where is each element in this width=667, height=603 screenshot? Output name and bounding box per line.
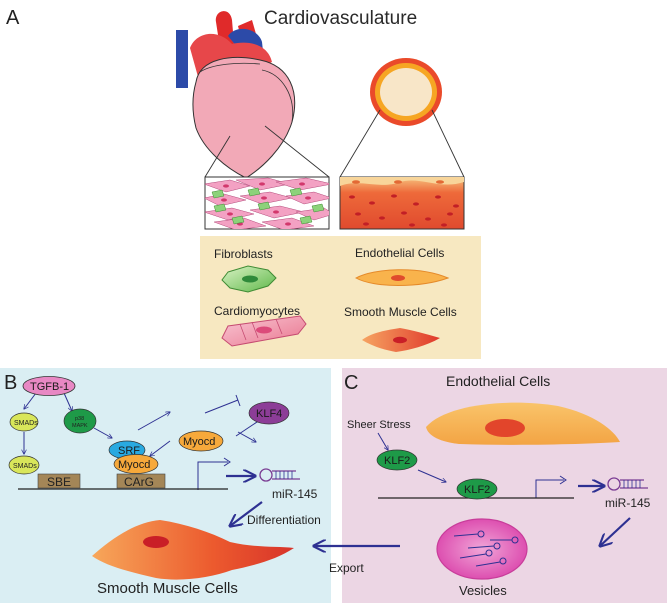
legend-label-fibroblasts: Fibroblasts bbox=[214, 247, 273, 261]
legend-label-cardiomyocytes: Cardiomyocytes bbox=[214, 304, 300, 318]
transcription-start-c bbox=[535, 479, 564, 498]
mir145-label-b: miR-145 bbox=[272, 487, 318, 501]
klf4-node: KLF4 bbox=[248, 401, 290, 425]
sbe-label: SBE bbox=[47, 475, 71, 489]
smads-bottom-node: SMADs bbox=[8, 455, 40, 475]
p38-label-line2: MAPK bbox=[72, 423, 88, 429]
smads-bottom-label: SMADs bbox=[13, 463, 37, 470]
legend-label-endothelial: Endothelial Cells bbox=[355, 246, 444, 260]
panel-c: C Endothelial Cells Sheer Stress KLF2 KL… bbox=[342, 368, 667, 603]
mir145-hairpin-b bbox=[259, 468, 300, 482]
sbe-element: SBE bbox=[37, 473, 81, 489]
tgfb1-node: TGFB-1 bbox=[22, 376, 76, 396]
fibroblast-cell-icon bbox=[221, 265, 277, 293]
tgfb1-label: TGFB-1 bbox=[30, 381, 69, 393]
smooth-muscle-cell-b bbox=[92, 520, 294, 580]
klf2-top-label: KLF2 bbox=[384, 455, 410, 467]
sheer-stress-arrow bbox=[377, 432, 388, 450]
klf4-label: KLF4 bbox=[256, 408, 282, 420]
panel-b-letter: B bbox=[4, 372, 17, 394]
panel-c-letter: C bbox=[344, 372, 358, 394]
panel-c-title: Endothelial Cells bbox=[446, 373, 550, 389]
smooth-muscle-cell-icon bbox=[362, 328, 440, 352]
p38-label-line1: p38 bbox=[75, 416, 84, 422]
transcription-start-head-c bbox=[559, 475, 567, 485]
carg-element: CArG bbox=[116, 473, 166, 489]
mir145-hairpin-c bbox=[607, 477, 648, 491]
klf2-bound-node: KLF2 bbox=[456, 478, 498, 500]
heart-illustration bbox=[176, 11, 296, 179]
zoom-lines bbox=[204, 109, 465, 178]
myocd-bound-label: Myocd bbox=[118, 459, 150, 471]
legend-label-smooth-muscle: Smooth Muscle Cells bbox=[344, 305, 457, 319]
myocd-free-node: Myocd bbox=[178, 430, 224, 452]
differentiation-label: Differentiation bbox=[247, 513, 321, 527]
vessel-wall-tissue-box bbox=[339, 176, 465, 230]
myocd-free-label: Myocd bbox=[183, 436, 215, 448]
klf2-bound-label: KLF2 bbox=[464, 484, 490, 496]
klf2-top-node: KLF2 bbox=[376, 449, 418, 471]
cardiomyocyte-cell-icon bbox=[221, 315, 307, 347]
panel-b-title: Smooth Muscle Cells bbox=[97, 580, 238, 597]
smads-top-label: SMADs bbox=[14, 420, 38, 427]
panel-b: B SBE CArG T bbox=[0, 368, 331, 603]
vesicle-icon bbox=[436, 518, 528, 580]
endothelial-cell-c bbox=[426, 402, 620, 445]
panel-a-letter: A bbox=[6, 7, 20, 29]
smads-top-node: SMADs bbox=[9, 412, 39, 432]
myocardium-tissue-box bbox=[204, 176, 330, 230]
differentiation-arrow bbox=[230, 501, 263, 526]
myocd-bound-node: Myocd bbox=[113, 454, 159, 474]
sheer-stress-label: Sheer Stress bbox=[347, 419, 411, 431]
export-label: Export bbox=[329, 561, 364, 575]
carg-label: CArG bbox=[124, 475, 154, 489]
endothelial-cell-icon bbox=[354, 269, 450, 286]
vessel-cross-section bbox=[370, 58, 442, 126]
p38-mapk-node: p38 MAPK bbox=[63, 408, 97, 434]
vesicle-arrow bbox=[600, 517, 631, 546]
klf2-arrow bbox=[417, 469, 446, 482]
cell-type-legend: Fibroblasts Endothelial Cells Cardiomyoc… bbox=[200, 236, 481, 359]
srf-label: SRF bbox=[118, 445, 140, 457]
mir145-label-c: miR-145 bbox=[605, 496, 651, 510]
panel-a-title: Cardiovasculature bbox=[264, 8, 417, 29]
vesicles-label: Vesicles bbox=[459, 583, 507, 598]
